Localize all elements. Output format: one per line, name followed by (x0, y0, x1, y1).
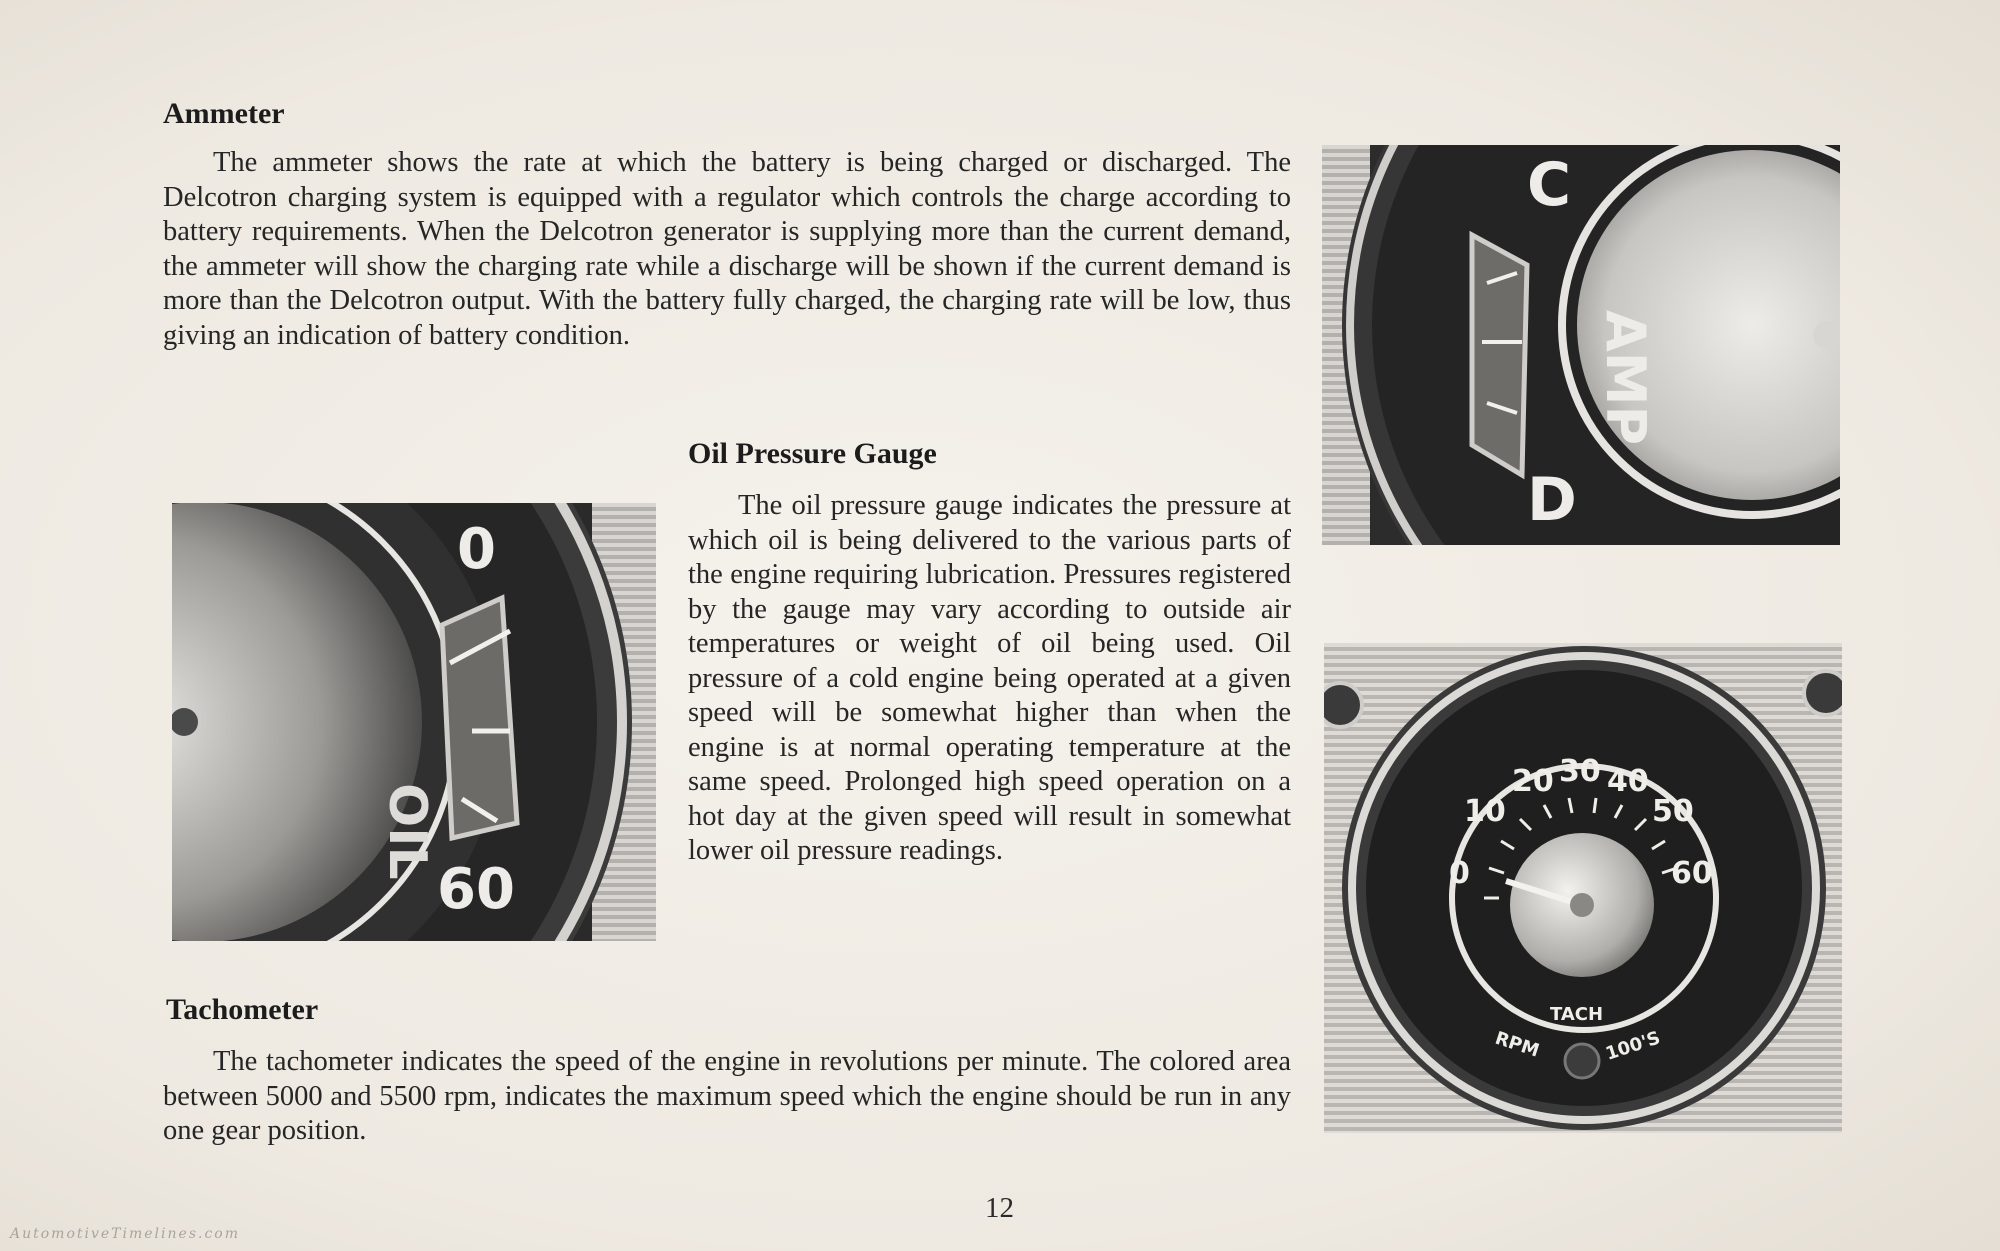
oil-gauge-label: OIL (377, 783, 437, 880)
tach-tick-label-10: 10 (1464, 794, 1506, 829)
oil-gauge-photo: 0 60 OIL (172, 503, 656, 941)
ammeter-photo: C D AMP (1322, 145, 1840, 545)
ammeter-heading: Ammeter (163, 97, 285, 130)
oil-gauge-min-label: 0 (457, 517, 496, 582)
ammeter-paragraph: The ammeter shows the rate at which the … (163, 147, 1291, 351)
tach-tick-label-60: 60 (1671, 856, 1713, 891)
tachometer-photo: 0 10 20 30 40 50 60 TACH RPM 100'S (1324, 643, 1842, 1133)
tach-center-label: TACH (1550, 1004, 1603, 1025)
tach-tick-label-0: 0 (1449, 856, 1470, 891)
oil-pressure-paragraph: The oil pressure gauge indicates the pre… (688, 490, 1291, 866)
ammeter-discharge-label: D (1527, 465, 1577, 535)
page-number: 12 (985, 1192, 1014, 1224)
watermark-text: AutomotiveTimelines.com (10, 1226, 240, 1242)
tachometer-paragraph: The tachometer indicates the speed of th… (163, 1046, 1291, 1146)
oil-pressure-heading: Oil Pressure Gauge (688, 437, 937, 470)
tach-tick-label-30: 30 (1559, 754, 1601, 789)
ammeter-charge-label: C (1527, 150, 1571, 220)
oil-gauge-max-label: 60 (437, 857, 515, 922)
tach-tick-label-20: 20 (1512, 764, 1554, 799)
tach-tick-label-50: 50 (1652, 794, 1694, 829)
tach-tick-marks (1484, 797, 1678, 900)
ammeter-amp-label: AMP (1594, 310, 1657, 445)
tach-tick-label-40: 40 (1607, 764, 1649, 799)
tachometer-heading: Tachometer (166, 993, 319, 1026)
